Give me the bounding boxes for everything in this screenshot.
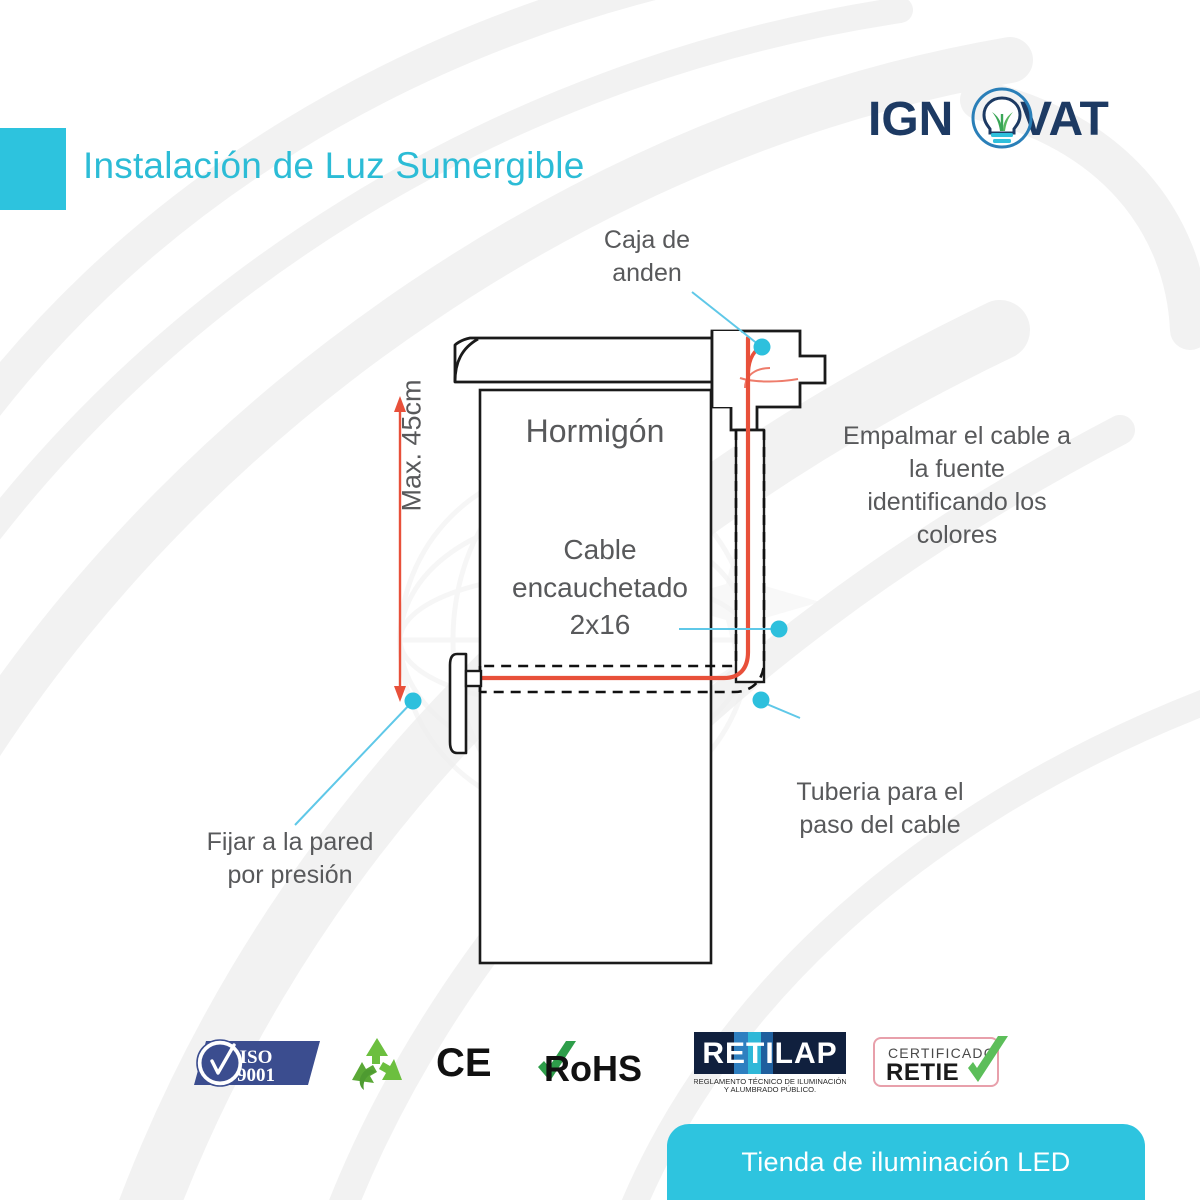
leader-dots	[404, 338, 788, 710]
leader-dot-caja	[753, 338, 771, 356]
submersible-light-fixture	[448, 652, 483, 755]
retilap-badge: RETILAP REGLAMENTO TÉCNICO DE ILUMINACIÓ…	[694, 1032, 846, 1094]
retie-badge-line1: CERTIFICADO	[888, 1045, 996, 1061]
walkway-junction-box	[710, 329, 827, 432]
sidewalk-curb	[453, 336, 742, 384]
retie-badge-line2: RETIE	[886, 1059, 959, 1086]
logo-wordmark: IGN VAT	[868, 93, 1109, 146]
title-accent-square	[0, 128, 66, 210]
iso-9001-badge: ISO 9001	[190, 1035, 320, 1091]
store-banner-text: Tienda de iluminación LED	[741, 1146, 1071, 1177]
dimension-line-max-45cm	[394, 396, 406, 702]
retilap-badge-title: RETILAP	[702, 1037, 837, 1070]
retie-badge: CERTIFICADO RETIE	[872, 1034, 1012, 1092]
iso-badge-line2: 9001	[237, 1065, 275, 1086]
label-caja-de-anden: Caja de anden	[603, 226, 691, 287]
retilap-badge-sub1: REGLAMENTO TÉCNICO DE ILUMINACIÓN	[694, 1077, 846, 1086]
page-title: Instalación de Luz Sumergible	[83, 145, 585, 186]
brand-logo: IGN VAT	[868, 87, 1128, 150]
store-banner[interactable]: Tienda de iluminación LED	[667, 1124, 1145, 1200]
label-tuberia: Tuberia para el paso del cable	[796, 778, 964, 839]
rohs-badge: RoHS	[532, 1037, 668, 1089]
retilap-badge-sub2: Y ALUMBRADO PÚBLICO.	[724, 1085, 816, 1094]
certification-badges: ISO 9001 CE RoHS	[190, 1027, 1008, 1099]
leader-lines	[294, 291, 801, 826]
label-empalmar-cable: Empalmar el cable a la fuente identifica…	[843, 422, 1071, 549]
svg-text:VAT: VAT	[1020, 93, 1109, 146]
label-fijar-pared: Fijar a la pared por presión	[206, 828, 374, 889]
leader-dot-cable	[770, 620, 788, 638]
label-hormigon: Hormigón	[525, 413, 665, 449]
ce-badge-text: CE	[436, 1041, 492, 1085]
ce-badge: CE	[434, 1039, 506, 1087]
leader-dot-fijar	[404, 692, 422, 710]
label-max-45cm: Max. 45cm	[396, 379, 427, 512]
label-cable-encauchetado: Cable encauchetado 2x16	[512, 534, 688, 641]
svg-text:IGN: IGN	[868, 93, 953, 146]
iso-badge-line1: ISO	[240, 1047, 273, 1068]
recycle-icon	[352, 1038, 402, 1090]
recycle-badge	[346, 1034, 408, 1092]
lightbulb-icon	[971, 87, 1033, 149]
rohs-badge-text: RoHS	[544, 1048, 642, 1089]
leader-dot-tuberia	[752, 691, 770, 709]
